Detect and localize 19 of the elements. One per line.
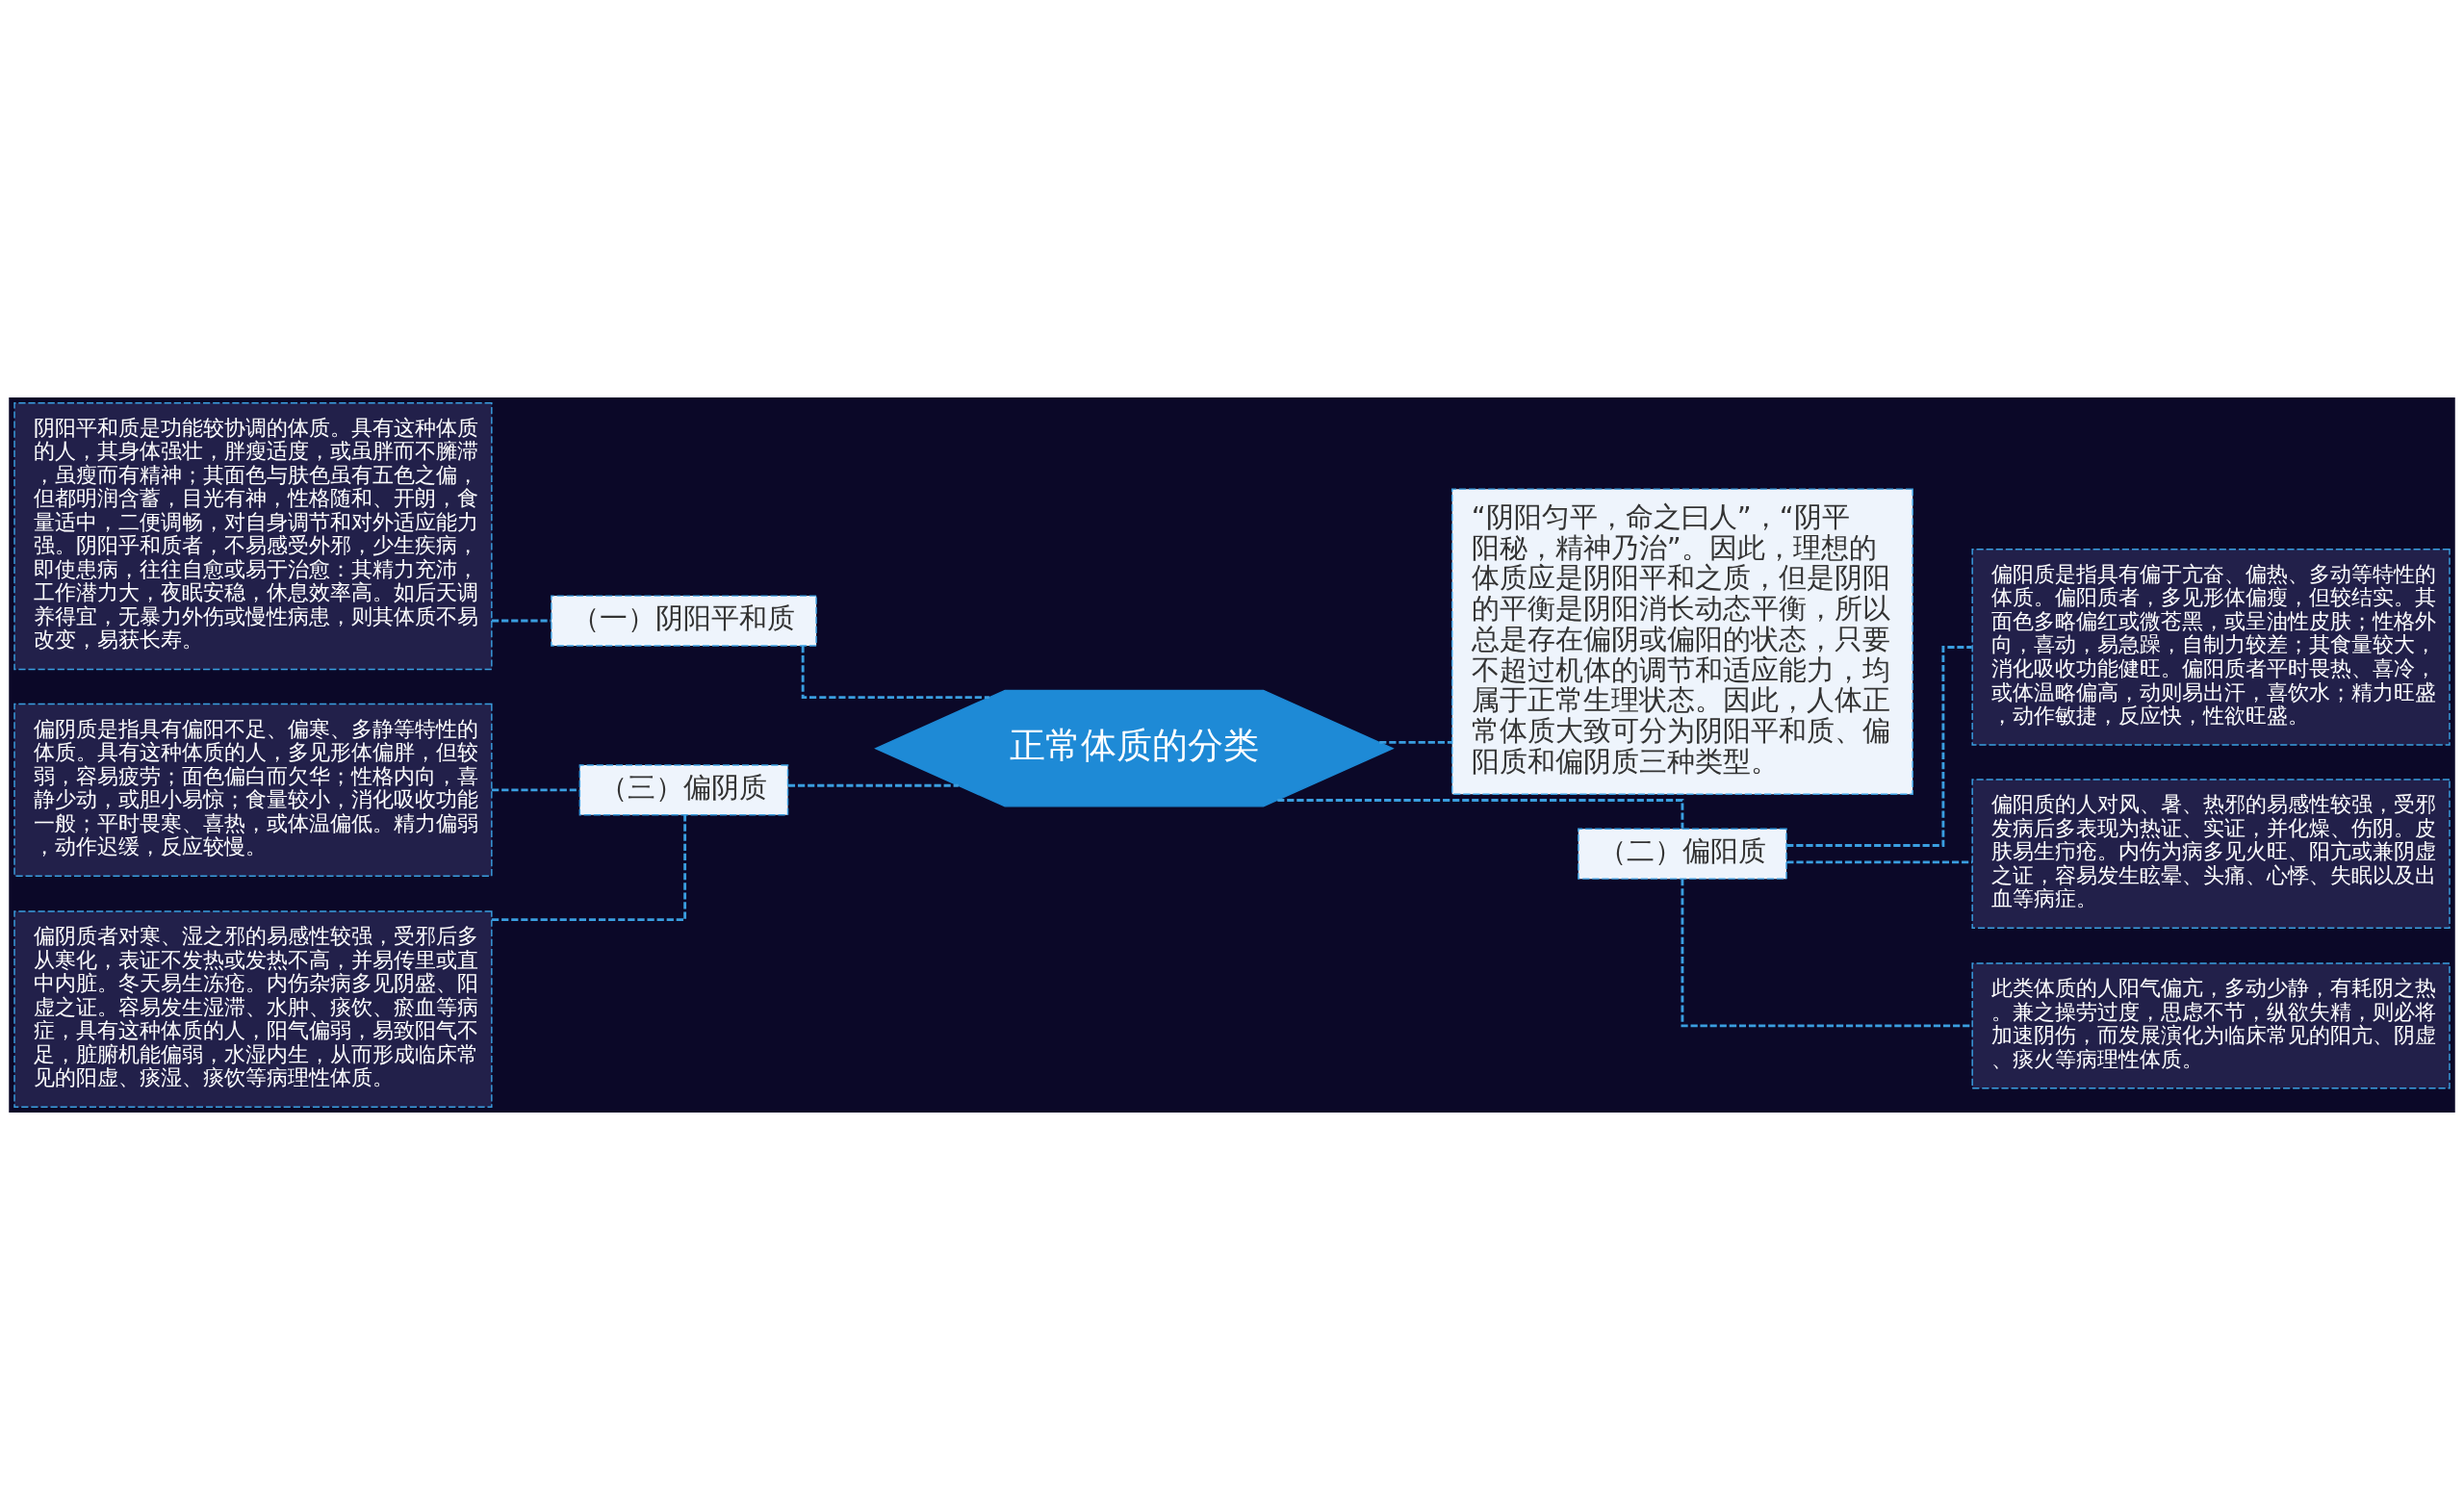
node-box: 阴阳平和质是功能较协调的体质。具有这种体质的人，其身体强壮，胖瘦适度，或虽胖而不臃滞，虽瘦而有精神；其面色与肤色虽有五色之偏，但都明润含蓄，目光有神，性格随和、开朗，食量适中，二便调畅，对自身调节和对外适应能力强。阴阳乎和质者，不易感受外邪，少生疾病，即使患病，往往自愈或易于治愈：其精力充沛，工作潜力大，夜眠安稳，休息效率高。如后天调养得宜，无暴力外伤或慢性病患，则其体质不易改变，易获长寿。 <box>13 402 493 671</box>
connector <box>491 619 552 623</box>
node-box: “阴阳匀平，命之曰人”，“阴平阳秘，精神乃治”。因此，理想的体质应是阴阳平和之质，但是阴阳的平衡是阴阳消长动态平衡，所以总是存在偏阴或偏阳的状态，只要不超过机体的调节和适应能力，均属于正常生理状态。因此，人体正常体质大致可分为阴阳平和质、偏阳质和偏阴质三种类型。 <box>1450 488 1913 795</box>
connector <box>491 788 579 792</box>
connector <box>801 646 989 700</box>
node-box: 此类体质的人阳气偏亢，多动少静，有耗阴之热。兼之操劳过度，思虑不节，纵欲失精，则必将加速阴伤，而发展演化为临床常见的阳亢、阴虚、痰火等病理性体质。 <box>1971 962 2451 1089</box>
connector <box>788 783 959 787</box>
node-box: （二）偏阳质 <box>1578 828 1787 880</box>
connector <box>1379 741 1452 744</box>
node-box: 偏阴质者对寒、湿之邪的易感性较强，受邪后多从寒化，表证不发热或发热不高，并易传里或直中内脏。冬天易生冻疮。内伤杂病多见阴盛、阳虚之证。容易发生湿滞、水肿、痰饮、瘀血等病症，具有这种体质的人，阳气偏弱，易致阳气不足，脏腑机能偏弱，水湿内生，从而形成临床常见的阳虚、痰湿、痰饮等病理性体质。 <box>13 910 493 1108</box>
node-box: （一）阴阳平和质 <box>551 595 817 647</box>
node-box: 偏阳质的人对风、暑、热邪的易感性较强，受邪发病后多表现为热证、实证，并化燥、伤阴。皮肤易生疖疮。内伤为病多见火旺、阳亢或兼阴虚之证，容易发生眩晕、头痛、心悸、失眠以及出血等病症。 <box>1971 779 2451 929</box>
node-box: 偏阳质是指具有偏于亢奋、偏热、多动等特性的体质。偏阳质者，多见形体偏瘦，但较结实。其面色多略偏红或微苍黑，或呈油性皮肤；性格外向，喜动，易急躁，自制力较差；其食量较大，消化吸收功能健旺。偏阳质者平时畏热、喜冷，或体温略偏高，动则易出汗，喜饮水；精力旺盛，动作敏捷，反应快，性欲旺盛。 <box>1971 549 2451 746</box>
node-box: （三）偏阴质 <box>578 764 789 816</box>
connector <box>1277 799 1684 829</box>
connector <box>491 814 687 922</box>
connector <box>1681 879 1972 1028</box>
node-box: 偏阴质是指具有偏阳不足、偏寒、多静等特性的体质。具有这种体质的人，多见形体偏胖，但较弱，容易疲劳；面色偏白而欠华；性格内向，喜静少动，或胆小易惊；食量较小，消化吸收功能一般；平时畏寒、喜热，或体温偏低。精力偏弱，动作迟缓，反应较慢。 <box>13 703 493 877</box>
connector <box>1786 860 1973 864</box>
